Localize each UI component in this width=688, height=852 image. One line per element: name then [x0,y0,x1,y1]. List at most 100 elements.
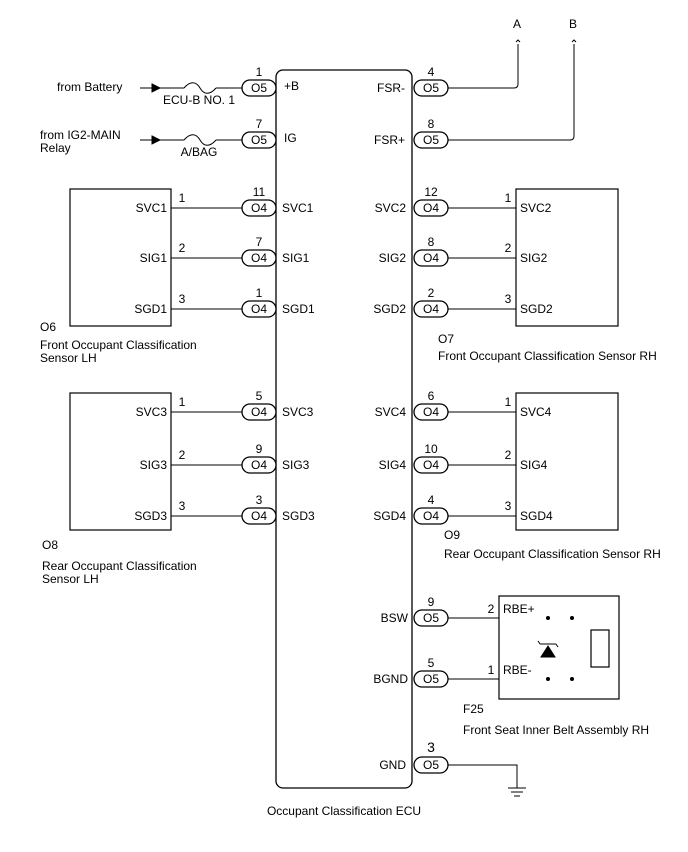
link-letter-1: B [569,17,577,31]
connector-pill-label: O5 [423,611,439,625]
connector-pill [413,670,449,688]
ecu-pin-number: 11 [253,185,266,199]
connector-pill-label: O5 [423,81,439,95]
ground-wire [448,764,518,788]
sensor-pin-number: 3 [505,292,512,306]
ecu-body [275,69,413,789]
ecu-terminal-label: SIG4 [379,458,407,472]
ecu-pin-number: 9 [256,442,263,456]
connector-pill [413,131,449,149]
ecu-terminal-label: SGD3 [282,509,315,523]
zener-bar [537,640,559,648]
connector-pill [241,199,277,217]
ecu-pin-number: 12 [424,185,438,199]
belt-terminal-label: RBE- [503,663,532,677]
sensor-terminal-label: SVC3 [136,405,168,419]
connector-pill-label: O4 [251,251,267,265]
sensor-name-o9: Rear Occupant Classification Sensor RH [444,547,661,561]
fuse-label-1: A/BAG [181,145,218,159]
ecu-terminal-label: GND [379,758,406,772]
connector-pill-label: O5 [423,672,439,686]
ecu-pin-number: 8 [428,235,435,249]
ecu-terminal-label: SGD2 [373,302,406,316]
connector-pill [413,609,449,627]
sensor-terminal-label: SGD3 [134,509,167,523]
connector-pill-label: O4 [251,458,267,472]
belt-pin-number: 2 [488,602,495,616]
ecu-pin-number: 1 [256,286,263,300]
connector-pill [413,456,449,474]
connector-pill-label: O4 [423,509,439,523]
connector-pill [241,79,277,97]
ecu-terminal-label: SIG1 [282,251,310,265]
connector-pill-label: O4 [251,405,267,419]
connector-pill [413,199,449,217]
labels: Occupant Classification ECU from BatteryE… [40,17,661,818]
sensor-pin-number: 3 [179,499,186,513]
connector-pill-label: O4 [251,201,267,215]
ecu-pin-number: 3 [427,739,435,755]
sensor-name-o7: Front Occupant Classification Sensor RH [438,349,657,363]
ecu-pin-number: 5 [256,389,263,403]
connector-pill [241,249,277,267]
connector-pill [241,456,277,474]
sensor-pin-number: 2 [179,241,186,255]
belt-pin-number: 1 [488,663,495,677]
sensor-pin-number: 2 [505,448,512,462]
connector-pill-label: O5 [423,133,439,147]
sensor-pin-number: 1 [179,395,186,409]
fuse-symbol-1 [183,134,217,146]
ecu-terminal-label: SVC3 [282,405,314,419]
sensor-id-o8: O8 [42,538,58,552]
sensor-terminal-label: SIG4 [520,458,548,472]
sensor-terminal-label: SVC4 [520,405,552,419]
sensor-id-o6: O6 [40,320,56,334]
connector-pill [241,300,277,318]
zener-diode-symbol [540,645,556,658]
input-source-battery: from Battery [57,80,122,94]
ecu-pin-number: 2 [428,286,435,300]
ecu-terminal-label: SGD4 [373,509,406,523]
belt-id: F25 [463,702,484,716]
connector-pill-label: O4 [251,302,267,316]
ecu-pin-number: 7 [256,117,263,131]
ecu-terminal-label: BGND [373,672,408,686]
connector-pill-label: O5 [251,133,267,147]
ecu-pin-number: 5 [428,656,435,670]
connector-pill [413,403,449,421]
capacitor-gap [563,644,581,654]
ecu-terminal-label: SIG3 [282,458,310,472]
fuse-label-0: ECU-B NO. 1 [163,93,235,107]
sensor-pin-number: 1 [179,191,186,205]
ecu-pin-number: 7 [256,235,263,249]
sensor-box-o6 [69,188,172,327]
connector-pill-label: O4 [423,251,439,265]
ecu-label: Occupant Classification ECU [267,804,421,818]
ecu-terminal-label: SIG2 [379,251,407,265]
ecu-terminal-label: BSW [381,611,409,625]
ecu-pin-number: 4 [428,493,435,507]
sensor-pin-number: 3 [179,292,186,306]
sensor-pin-number: 3 [505,499,512,513]
resistor-symbol [590,629,610,668]
ecu-terminal-label: IG [284,131,297,145]
sensor-pin-number: 1 [505,395,512,409]
input-arrow-1 [151,135,162,145]
connector-pill [413,249,449,267]
connector-pill-label: O4 [251,509,267,523]
ecu-terminal-label: FSR+ [374,133,405,147]
sensor-box-o7 [515,188,619,327]
sensor-terminal-label: SIG2 [520,251,548,265]
fuse-symbol-0 [183,82,217,94]
connector-pill-label: O4 [423,302,439,316]
ecu-pin-number: 9 [428,595,435,609]
sensor-id-o9: O9 [444,528,460,542]
connector-pill-label: O5 [423,758,439,772]
ecu-pin-number: 4 [428,65,435,79]
ecu-terminal-label: SGD1 [282,302,315,316]
components [69,69,620,789]
sensor-terminal-label: SVC1 [136,201,168,215]
